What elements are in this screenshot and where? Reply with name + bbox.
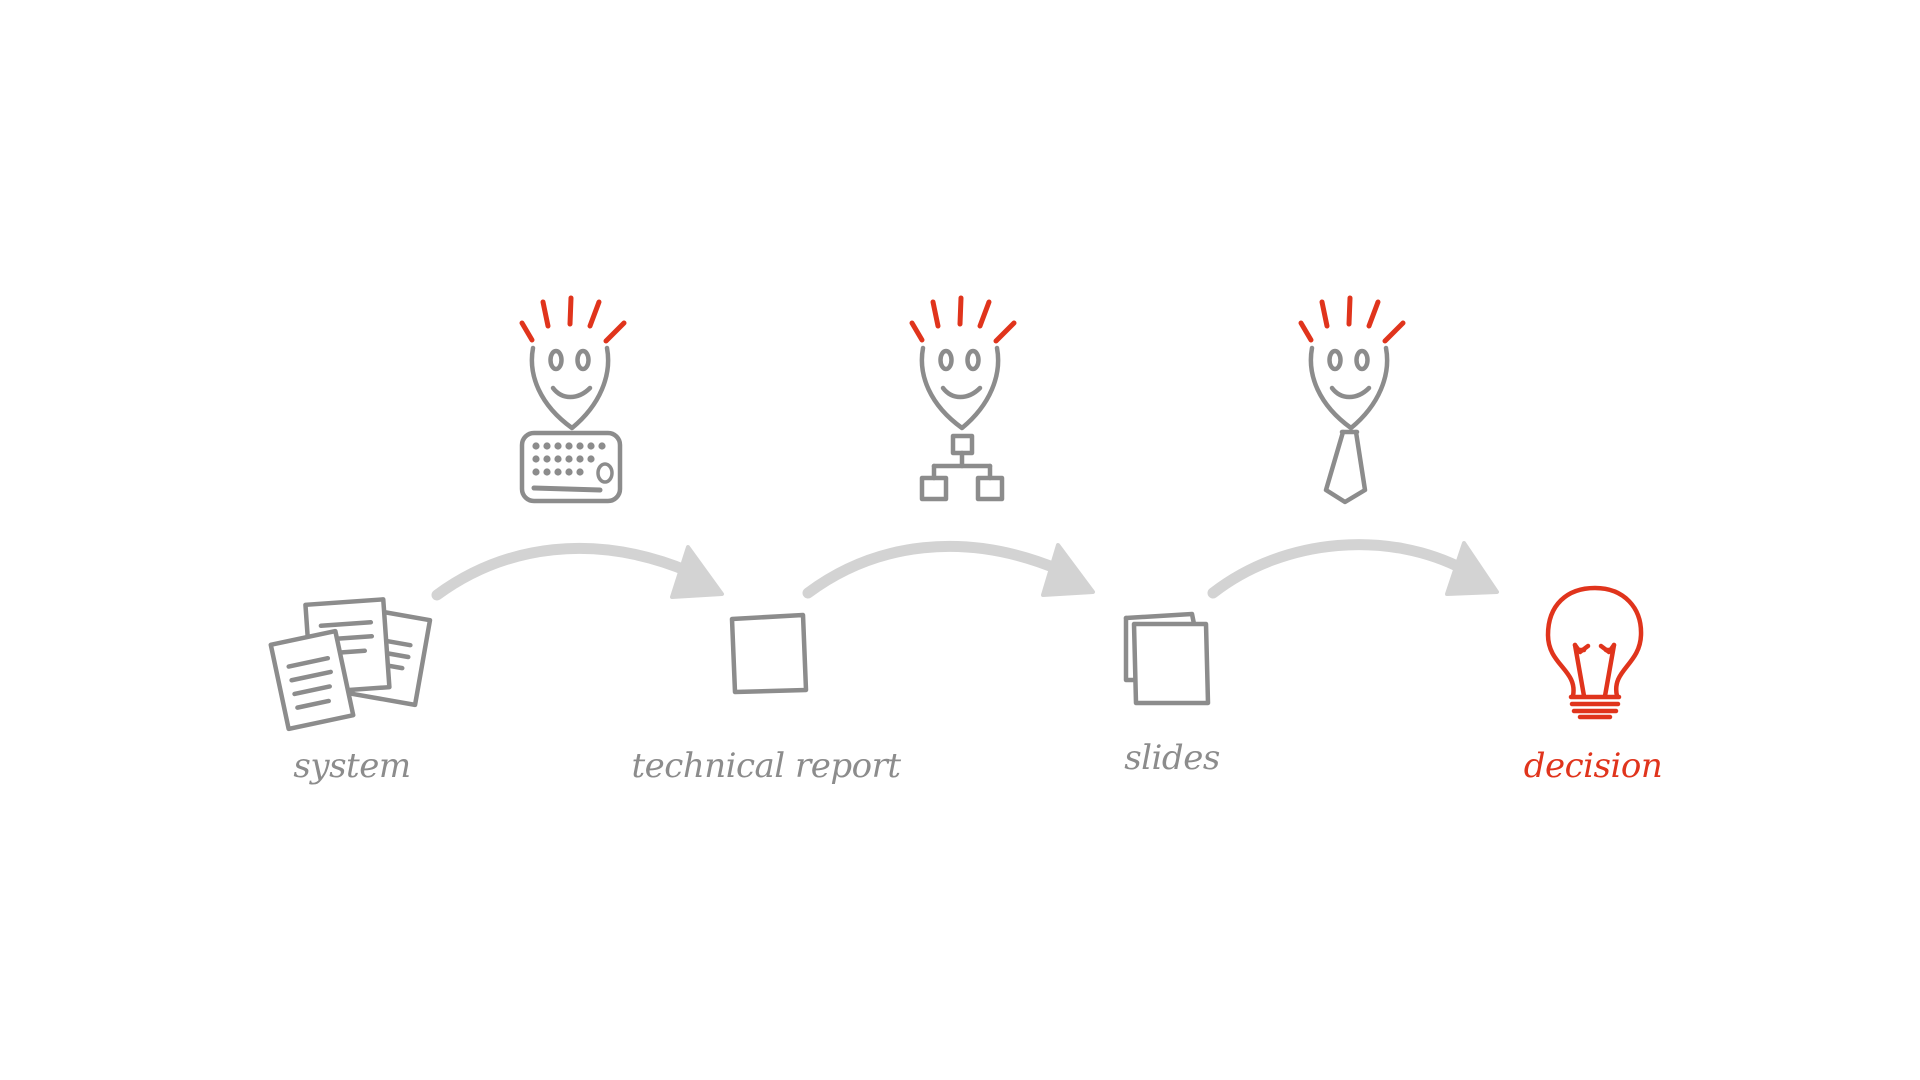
lightbulb-icon (1545, 585, 1644, 720)
analyst-figure (909, 295, 1017, 502)
stage-label-decision: decision (1523, 746, 1663, 786)
stage-label-slides: slides (1124, 738, 1220, 778)
report-page-icon (729, 612, 809, 695)
face-icon (919, 345, 1001, 431)
slides-stack-icon (1123, 611, 1211, 706)
stage-label-system: system (293, 746, 411, 786)
necktie-icon (1323, 429, 1368, 505)
manager-figure (1298, 295, 1406, 505)
developer-figure (519, 295, 627, 504)
stage-label-technical-report: technical report (631, 746, 901, 786)
excitement-lines-icon (909, 295, 1017, 344)
face-icon (1308, 345, 1390, 431)
keyboard-icon (519, 430, 623, 504)
hierarchy-diagram-icon (919, 433, 1005, 502)
flow-arrow (802, 540, 1095, 599)
flow-arrow (1207, 539, 1499, 599)
face-icon (529, 345, 611, 431)
flow-arrow (431, 542, 724, 601)
excitement-lines-icon (1298, 295, 1406, 344)
documents-icon (268, 597, 433, 732)
excitement-lines-icon (519, 295, 627, 344)
